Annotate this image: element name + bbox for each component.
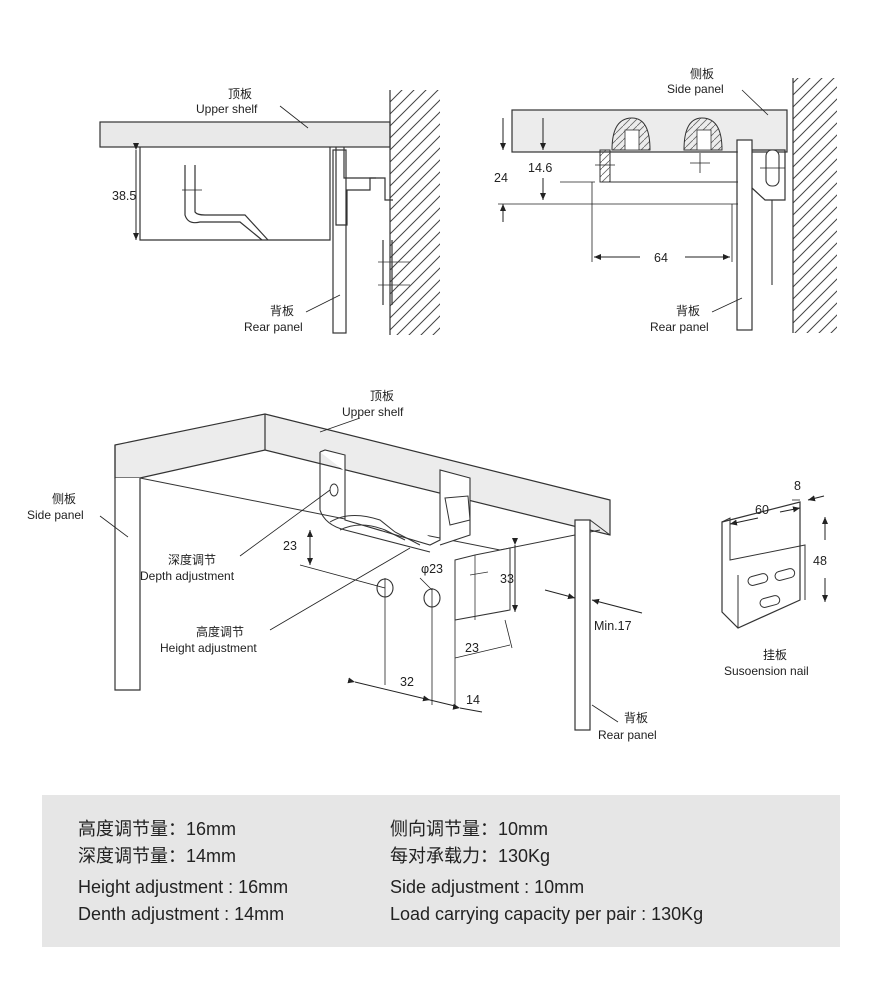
dim-14-6: 14.6: [528, 161, 552, 175]
rear-panel-en-label-3: Rear panel: [598, 728, 657, 742]
spec-load-en: Load carrying capacity per pair : 130Kg: [390, 904, 704, 924]
suspension-nail-cn-label: 挂板: [763, 648, 787, 662]
dim-phi23: φ23: [421, 562, 443, 576]
dim-33: 33: [500, 572, 514, 586]
rear-post-3d: [574, 519, 591, 731]
wall-hatch: [390, 90, 440, 335]
dim-8: 8: [794, 479, 801, 493]
spec-side-en: Side adjustment : 10mm: [390, 877, 585, 897]
spec-height-cn: 高度调节量：16mm: [78, 819, 237, 839]
upper-shelf-cn-label-2: 顶板: [370, 389, 394, 403]
installation-diagram: 38.5 顶板 Upper shelf 背板 Rear panel: [27, 67, 837, 742]
rear-panel-cn-label-1: 背板: [270, 304, 294, 318]
height-adj-en-label: Height adjustment: [160, 641, 257, 655]
dim-64: 64: [654, 251, 668, 265]
spec-depth-cn: 深度调节量：14mm: [78, 846, 237, 866]
view-isometric: 23 φ23 33 23 32 14 Min.17 顶板 Upper shelf…: [27, 389, 657, 742]
rear-panel-en-label-2: Rear panel: [650, 320, 709, 334]
dim-38-5: 38.5: [112, 189, 136, 203]
spec-depth-en: Denth adjustment : 14mm: [78, 904, 285, 924]
upper-shelf-en-label-1: Upper shelf: [196, 102, 258, 116]
upper-shelf: [99, 121, 391, 148]
side-panel-en-label-2: Side panel: [27, 508, 84, 522]
side-panel-3d: [114, 478, 141, 691]
dim-14: 14: [466, 693, 480, 707]
upper-shelf-en-label-2: Upper shelf: [342, 405, 404, 419]
depth-adj-en-label: Depth adjustment: [140, 569, 235, 583]
dim-24: 24: [494, 171, 508, 185]
dim-48: 48: [813, 554, 827, 568]
dim-min17: Min.17: [594, 619, 632, 633]
spec-load-cn: 每对承载力：130Kg: [390, 846, 551, 866]
height-adj-cn-label: 高度调节: [196, 624, 244, 639]
dim-32: 32: [400, 675, 414, 689]
rear-panel-cn-label-3: 背板: [624, 711, 648, 725]
dim-60: 60: [755, 503, 769, 517]
rear-panel-cn-label-2: 背板: [676, 304, 700, 318]
spec-panel: 高度调节量：16mm 深度调节量：14mm 侧向调节量：10mm 每对承载力：1…: [42, 795, 840, 947]
upper-shelf-cn-label-1: 顶板: [228, 87, 252, 101]
spec-height-en: Height adjustment : 16mm: [78, 877, 289, 897]
dim-23-top: 23: [283, 539, 297, 553]
hanger-body: [139, 147, 331, 241]
side-panel-cn-label-2: 侧板: [52, 492, 76, 506]
dim-23-bottom: 23: [465, 641, 479, 655]
side-panel-cn-label-1: 侧板: [690, 67, 714, 81]
suspension-nail-en-label: Susoension nail: [724, 664, 809, 678]
spec-side-cn: 侧向调节量：10mm: [390, 819, 549, 839]
side-panel-en-label-1: Side panel: [667, 82, 724, 96]
rear-panel-en-label-1: Rear panel: [244, 320, 303, 334]
view-side-section: 38.5 顶板 Upper shelf 背板 Rear panel: [99, 87, 440, 335]
wall-hatch-right: [793, 78, 837, 333]
depth-adj-cn-label: 深度调节: [168, 552, 216, 567]
view-suspension-nail: 60 8 48 挂板 Susoension nail: [721, 479, 828, 678]
view-front-section: 14.6 24 64 侧板 Side panel 背板 Rear panel: [494, 67, 837, 334]
